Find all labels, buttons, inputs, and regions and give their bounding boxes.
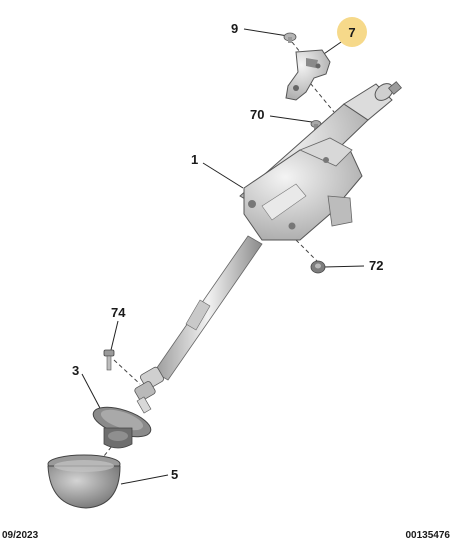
- part-5-dome-cover: [47, 454, 121, 509]
- callout-70: 70: [250, 107, 265, 122]
- part-72-nut: [310, 260, 326, 274]
- callout-74: 74: [111, 305, 126, 320]
- callout-1: 1: [191, 152, 199, 167]
- footer-reference-number: 00135476: [405, 530, 451, 541]
- callout-72: 72: [369, 258, 384, 273]
- part-74-bolt: [103, 349, 115, 371]
- callout-7-highlighted: 7: [337, 17, 367, 47]
- callout-5: 5: [171, 467, 179, 482]
- callout-3: 3: [72, 363, 80, 378]
- universal-joint: [134, 366, 164, 414]
- part-7-bracket: [285, 49, 331, 101]
- leader-lines: [81, 28, 365, 485]
- part-9-screw: [283, 32, 297, 43]
- part-3-seal: [92, 406, 152, 449]
- part-1-steering-column: [134, 81, 402, 414]
- footer-date: 09/2023: [2, 530, 39, 541]
- callout-9: 9: [231, 21, 239, 36]
- callout-7-label: 7: [348, 24, 356, 40]
